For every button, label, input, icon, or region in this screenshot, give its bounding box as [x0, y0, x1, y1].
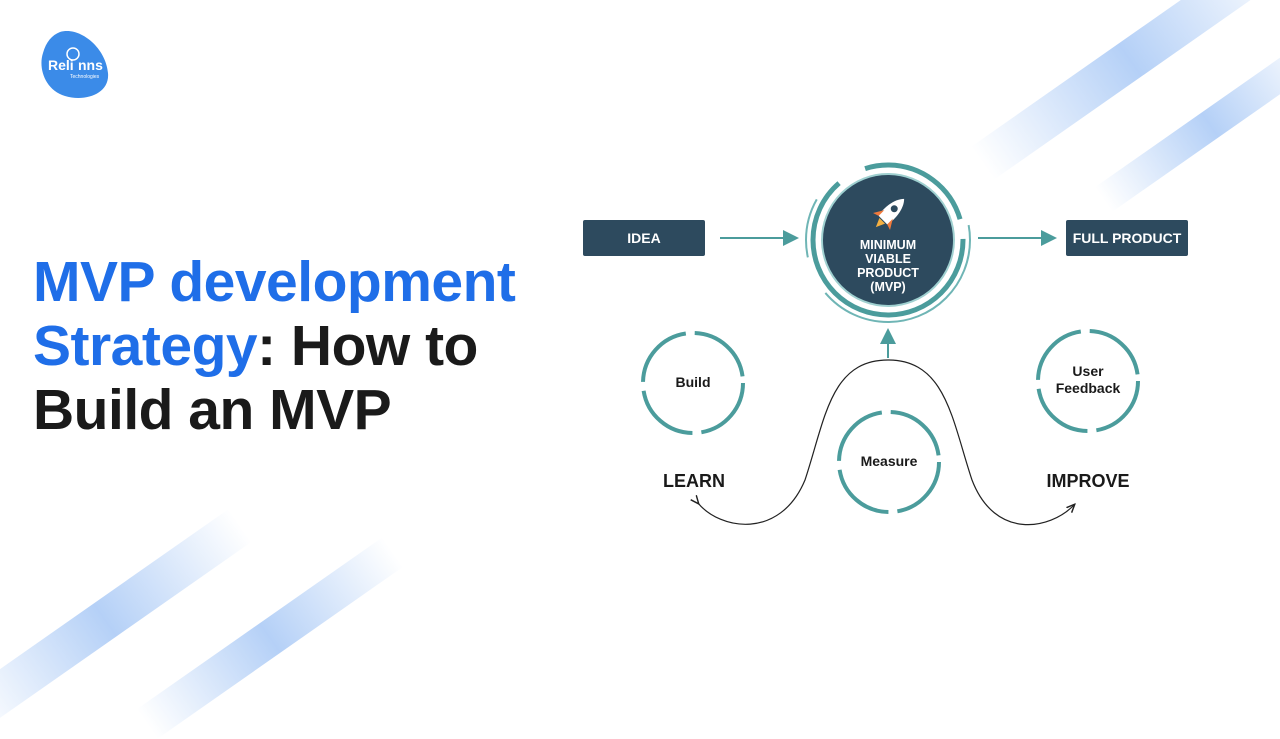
mvp-line: PRODUCT	[857, 266, 919, 280]
page-title: MVP development Strategy: How to Build a…	[33, 250, 516, 442]
mvp-circle	[805, 157, 971, 323]
improve-label: IMPROVE	[1046, 471, 1130, 491]
idea-box: IDEA	[583, 220, 705, 256]
title-line3: Build an MVP	[33, 378, 392, 442]
full-product-box: FULL PRODUCT	[1066, 220, 1188, 256]
feedback-label: User Feedback	[1048, 363, 1128, 397]
mvp-line: MINIMUM	[859, 238, 917, 252]
svg-text:Reli: Reli	[48, 57, 74, 73]
cycle-measure	[837, 410, 941, 514]
learn-label: LEARN	[663, 471, 725, 491]
cycle-build	[641, 331, 745, 435]
mvp-line: VIABLE	[865, 252, 911, 266]
feedback-line: User	[1072, 363, 1104, 379]
rocket-icon	[873, 198, 905, 230]
title-highlight: Strategy	[33, 314, 258, 378]
title-line1: MVP development	[33, 250, 516, 314]
cycle-feedback	[1036, 329, 1140, 433]
feedback-line: Feedback	[1055, 380, 1121, 396]
title-rest: : How to	[257, 314, 478, 378]
build-label: Build	[675, 374, 711, 390]
measure-label: Measure	[860, 453, 918, 469]
svg-text:Technologies: Technologies	[70, 74, 100, 80]
mvp-label: MINIMUM VIABLE PRODUCT (MVP)	[838, 238, 938, 294]
logo: Reli nns Technologies	[40, 28, 110, 100]
mvp-line: (MVP)	[870, 280, 906, 294]
svg-text:nns: nns	[78, 57, 103, 73]
s-curve	[698, 359, 1074, 526]
mvp-diagram	[641, 157, 1140, 526]
